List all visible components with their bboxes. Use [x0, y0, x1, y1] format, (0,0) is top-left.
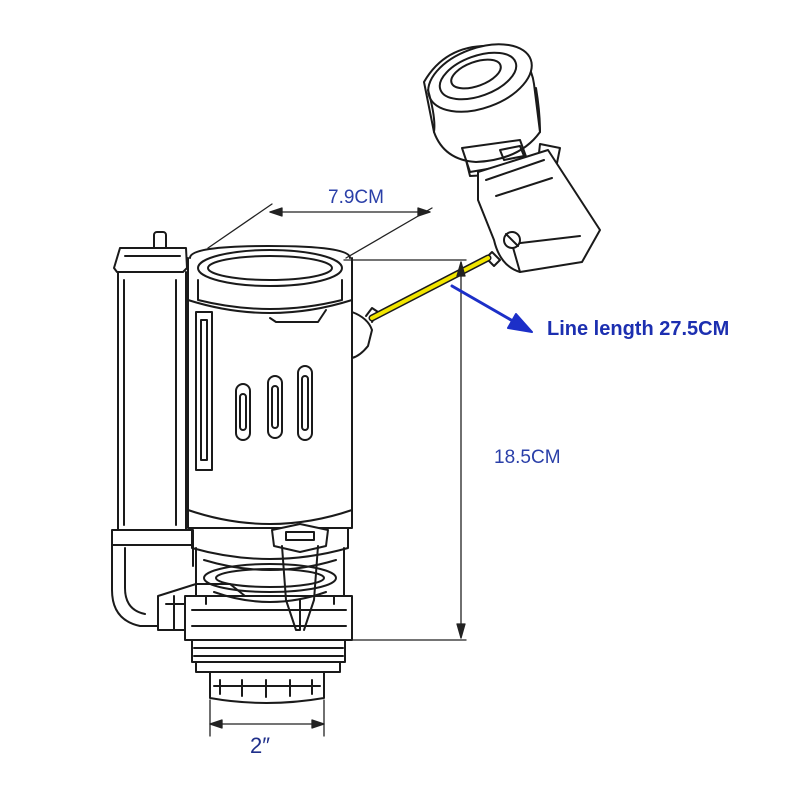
diameter-dimension — [209, 699, 325, 737]
push-button-assembly — [423, 43, 601, 273]
cable — [368, 254, 492, 322]
width-dimension — [207, 203, 433, 259]
retaining-clip — [271, 523, 329, 631]
overflow-tube — [111, 231, 194, 627]
line-length-label: Line length 27.5CM — [547, 318, 730, 340]
height-dimension — [343, 259, 467, 641]
width-label: 7.9CM — [328, 187, 384, 208]
diameter-label: 2″ — [250, 733, 271, 758]
threaded-base — [184, 595, 353, 704]
valve-body — [187, 245, 379, 560]
line-length-arrow — [450, 284, 533, 333]
lower-cage — [195, 547, 345, 605]
height-label: 18.5CM — [494, 447, 561, 468]
